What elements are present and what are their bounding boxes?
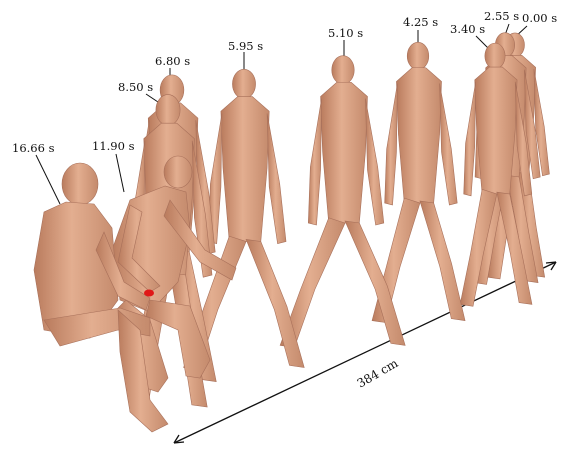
figure-2-torso <box>475 67 517 194</box>
figure-5-head <box>232 69 255 98</box>
figure-2-left-arm <box>464 82 476 196</box>
figure-8-head <box>164 156 192 188</box>
time-label-3: 4.25 s <box>403 17 438 29</box>
figure-7-head <box>156 95 180 126</box>
figure-3-left-arm <box>385 83 398 205</box>
time-label-2: 3.40 s <box>450 24 485 36</box>
figure-4-head <box>332 56 354 85</box>
figure-4-left-arm <box>308 99 321 225</box>
time-label-6: 6.80 s <box>155 56 190 68</box>
figure-3-torso <box>396 68 441 203</box>
distance-arrow <box>174 262 556 443</box>
time-label-4: 5.10 s <box>328 28 363 40</box>
figure-2-head <box>485 43 505 69</box>
figure-9-head <box>62 163 98 205</box>
contact-marker <box>144 290 154 297</box>
figure-5-right-arm <box>267 113 286 243</box>
figure-4-right-arm <box>365 99 383 225</box>
time-label-7: 8.50 s <box>118 82 153 94</box>
figure-3-right-leg <box>420 201 465 321</box>
time-label-0: 0.00 s <box>522 13 557 25</box>
time-label-1: 2.55 s <box>484 11 519 23</box>
time-label-8: 11.90 s <box>92 141 134 153</box>
time-label-5: 5.95 s <box>228 41 263 53</box>
figure-3-head <box>407 42 429 69</box>
time-label-9: 16.66 s <box>12 143 54 155</box>
figure-4-torso <box>321 82 368 223</box>
figure-5-torso <box>221 97 269 242</box>
figure-3-right-arm <box>440 83 458 205</box>
